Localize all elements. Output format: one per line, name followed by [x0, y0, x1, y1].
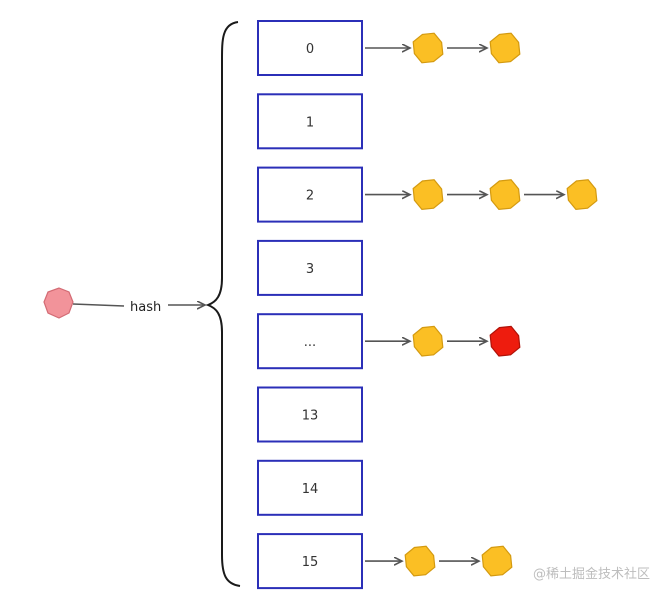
bucket: 1	[257, 93, 363, 150]
chain-node	[404, 545, 436, 577]
chain-node	[489, 32, 521, 64]
bucket-box	[257, 20, 363, 76]
bucket-box	[257, 313, 363, 370]
hash-label: hash	[130, 300, 161, 315]
chain-node	[481, 545, 513, 577]
bucket: 2	[257, 166, 598, 223]
bucket: 0	[257, 20, 521, 76]
bucket-index-label: 15	[302, 555, 319, 570]
bucket-index-label: ...	[304, 335, 316, 350]
chain-node	[412, 325, 444, 357]
bucket-box	[257, 166, 363, 223]
bucket-box	[257, 533, 363, 590]
bucket: 3	[257, 239, 363, 296]
bucket: ...	[257, 313, 521, 370]
bucket-index-label: 14	[302, 482, 319, 497]
bucket-index-label: 3	[306, 262, 314, 277]
chain-node	[566, 179, 598, 211]
buckets-layer: 0 1 2 3... 13 14 15	[257, 20, 598, 590]
input-key-node	[43, 287, 74, 319]
chain-node	[412, 32, 444, 64]
bucket-index-label: 1	[306, 115, 314, 130]
bucket: 13	[257, 386, 363, 443]
bucket-index-label: 0	[306, 42, 314, 57]
bucket-box	[257, 93, 363, 150]
bucket: 15	[257, 533, 513, 590]
bucket: 14	[257, 459, 363, 516]
bucket-box	[257, 459, 363, 516]
input-to-hash-line	[72, 303, 125, 307]
bucket-index-label: 13	[302, 409, 319, 424]
chain-node	[489, 179, 521, 211]
watermark-text: @稀土掘金技术社区	[533, 566, 650, 582]
bucket-index-label: 2	[306, 189, 314, 204]
bucket-box	[257, 386, 363, 443]
bucket-box	[257, 239, 363, 296]
chain-node-highlighted	[489, 325, 521, 357]
chain-node	[412, 179, 444, 211]
bucket-group-brace	[205, 21, 241, 587]
